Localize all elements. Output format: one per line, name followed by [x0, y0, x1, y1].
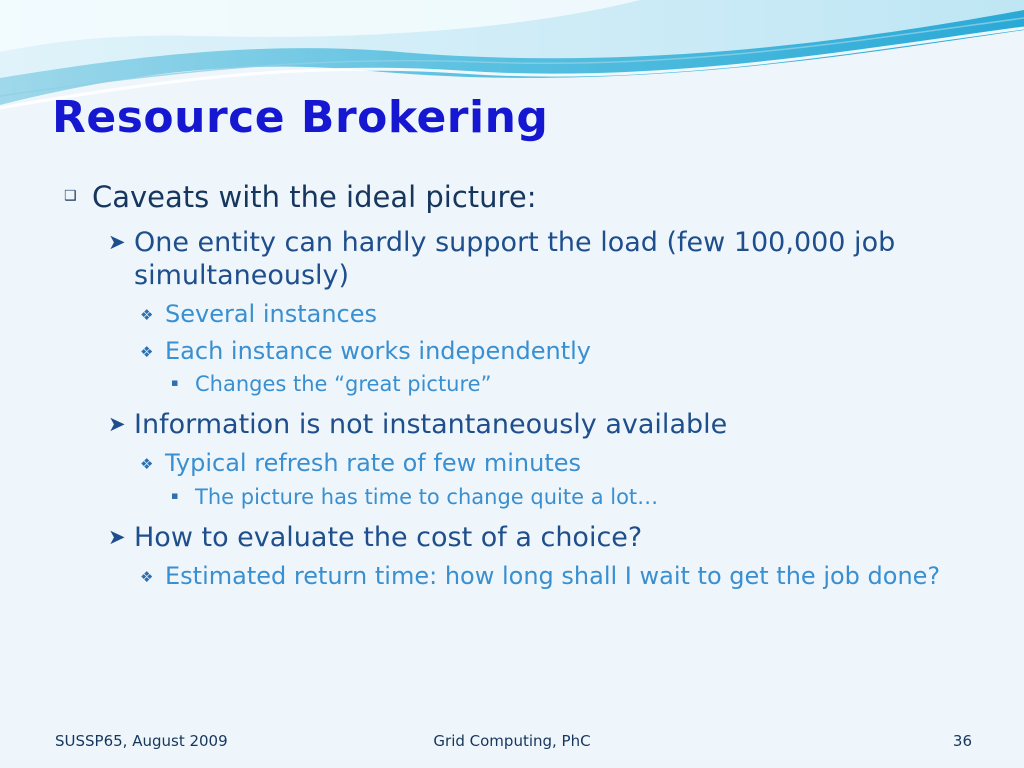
bullet-item: ➤ One entity can hardly support the load… [60, 227, 960, 293]
four-diamond-bullet-icon: ❖ [140, 306, 154, 325]
arrowhead-bullet-icon: ➤ [108, 525, 126, 550]
header-wave-decoration [0, 0, 1024, 110]
bullet-item: ❖ Typical refresh rate of few minutes [60, 449, 960, 478]
bullet-text: Information is not instantaneously avail… [134, 409, 728, 441]
footer-title: Grid Computing, PhC [433, 732, 591, 750]
four-diamond-bullet-icon: ❖ [140, 455, 154, 474]
bullet-item: ❖ Estimated return time: how long shall … [60, 562, 960, 591]
bullet-text: Estimated return time: how long shall I … [165, 562, 941, 591]
bullet-item: ❖ Several instances [60, 300, 960, 329]
bullet-text: The picture has time to change quite a l… [195, 484, 659, 509]
bullet-text: Each instance works independently [165, 336, 591, 365]
four-diamond-bullet-icon: ❖ [140, 342, 154, 361]
four-diamond-bullet-icon: ❖ [140, 568, 154, 587]
bullet-item: ▪ Changes the “great picture” [60, 372, 960, 398]
footer-event: SUSSP65, August 2009 [55, 732, 228, 750]
arrowhead-bullet-icon: ➤ [108, 412, 126, 437]
bullet-item: ❑ Caveats with the ideal picture: [60, 180, 960, 215]
bullet-text: One entity can hardly support the load (… [134, 227, 896, 292]
bullet-text: How to evaluate the cost of a choice? [134, 522, 643, 554]
square-outline-bullet-icon: ❑ [64, 188, 77, 204]
bullet-item: ➤ Information is not instantaneously ava… [60, 409, 960, 442]
small-square-bullet-icon: ▪ [171, 375, 179, 389]
bullet-text: Caveats with the ideal picture: [92, 180, 537, 214]
arrowhead-bullet-icon: ➤ [108, 230, 126, 255]
slide-number: 36 [952, 732, 972, 750]
bullet-text: Changes the “great picture” [195, 371, 492, 396]
small-square-bullet-icon: ▪ [171, 488, 179, 502]
bullet-text: Several instances [165, 300, 378, 329]
bullet-text: Typical refresh rate of few minutes [165, 449, 581, 478]
slide-title: Resource Brokering [52, 92, 549, 143]
bullet-list: ❑ Caveats with the ideal picture: ➤ One … [60, 178, 960, 591]
bullet-item: ➤ How to evaluate the cost of a choice? [60, 522, 960, 555]
bullet-item: ▪ The picture has time to change quite a… [60, 485, 960, 511]
bullet-item: ❖ Each instance works independently [60, 337, 960, 366]
